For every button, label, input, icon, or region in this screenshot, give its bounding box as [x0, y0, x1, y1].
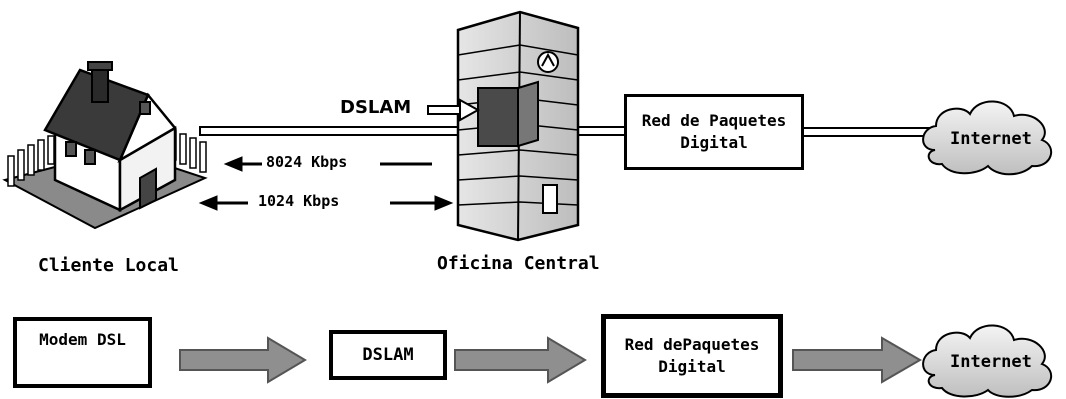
- house-icon: [2, 61, 208, 230]
- dslam-box: DSLAM: [329, 330, 447, 380]
- downstream-arrow: [223, 156, 432, 172]
- network-box-line1: Red de Paquetes: [641, 111, 787, 130]
- modem-box: Modem DSL: [13, 317, 152, 388]
- dslam-pointer-arrow: [427, 98, 481, 122]
- network-box-bottom: Red dePaquetes Digital: [601, 314, 783, 398]
- downstream-speed-label: 8024 Kbps: [266, 153, 348, 171]
- flow-arrow-2: [454, 336, 587, 384]
- network-box-bottom-line2: Digital: [658, 357, 726, 376]
- modem-label: Modem DSL: [39, 330, 126, 349]
- network-box: Red de Paquetes Digital: [624, 94, 804, 170]
- internet-label-bottom: Internet: [950, 352, 1032, 372]
- cloud-icon: [922, 100, 1053, 176]
- client-label: Cliente Local: [38, 255, 179, 276]
- internet-label: Internet: [950, 129, 1032, 149]
- office-label: Oficina Central: [437, 253, 600, 274]
- building-icon: [456, 10, 580, 242]
- upstream-speed-label: 1024 Kbps: [258, 192, 340, 210]
- dslam-label: DSLAM: [340, 97, 412, 118]
- network-box-line2: Digital: [680, 133, 748, 152]
- upstream-arrow: [198, 195, 454, 211]
- network-box-bottom-line1: Red dePaquetes: [624, 335, 760, 354]
- cloud-icon-bottom: [922, 324, 1053, 398]
- dslam-box-label: DSLAM: [362, 345, 414, 365]
- flow-arrow-3: [792, 336, 922, 384]
- flow-arrow-1: [179, 336, 307, 384]
